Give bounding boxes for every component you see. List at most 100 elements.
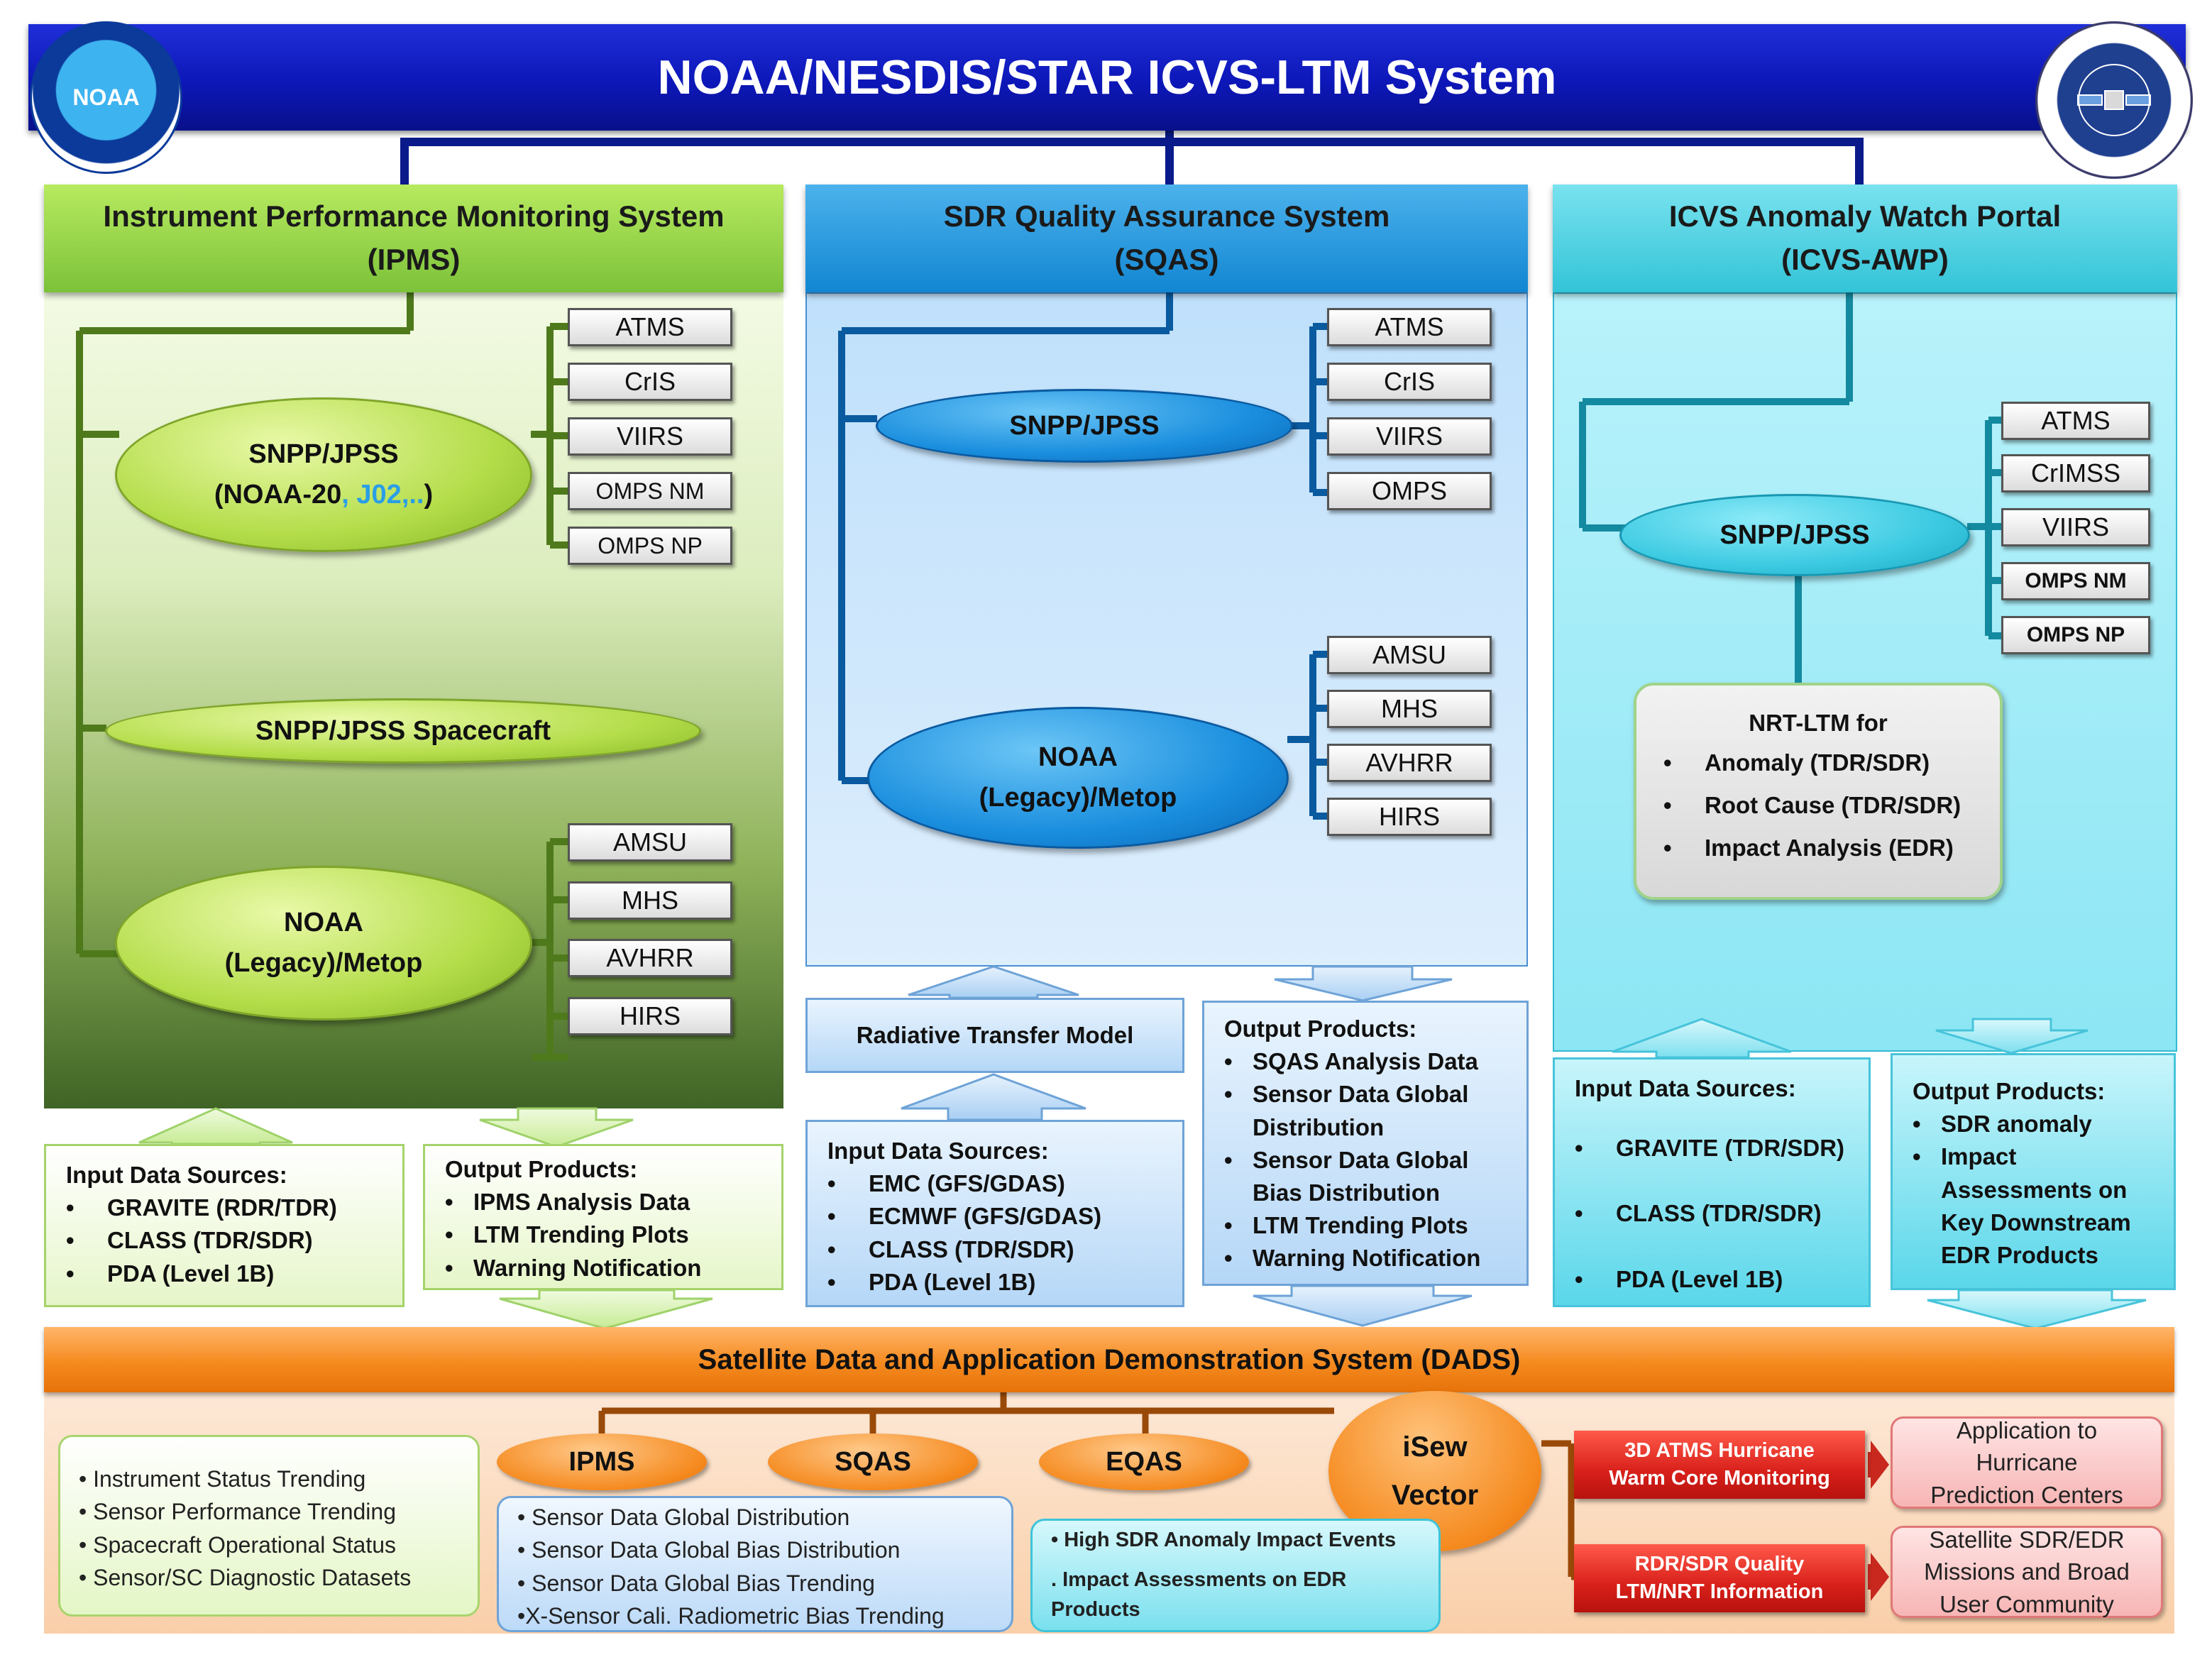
noaa-logo-icon: NOAA [30, 21, 182, 174]
dads-sqas-text: Sensor Data Global Distribution [532, 1504, 850, 1530]
dads-ipms-item: • Instrument Status Trending [79, 1466, 366, 1492]
ipms-legacy-line2: (Legacy)/Metop [224, 948, 423, 978]
dads-sqas-item: • Sensor Data Global Bias Distribution [517, 1537, 901, 1563]
sqas-abbr: (SQAS) [1114, 243, 1219, 276]
dads-ipms-item: • Sensor Performance Trending [79, 1499, 396, 1525]
rdr-line1: RDR/SDR Quality [1634, 1552, 1805, 1575]
sqas-input-box: Input Data Sources: •EMC (GFS/GDAS) •ECM… [805, 1120, 1184, 1307]
sqas-output-item: •Sensor Data Global Bias Distribution [1224, 1144, 1512, 1209]
nrt-item-text: Anomaly (TDR/SDR) [1705, 749, 1930, 776]
awp-output-item: •Impact Assessments on Key Downstream ED… [1913, 1140, 2159, 1272]
noaa-logo-text: NOAA [72, 84, 140, 110]
ipms-snpp-label: SNPP/JPSS [248, 439, 399, 469]
awp-title: ICVS Anomaly Watch Portal [1668, 199, 2062, 233]
awp-inst-omps-nm: OMPS NM [2001, 562, 2150, 600]
ipms-spacecraft-ellipse: SNPP/JPSS Spacecraft [105, 698, 701, 764]
awp-snpp-ellipse: SNPP/JPSS [1619, 494, 1970, 576]
nrt-ltm-box: NRT-LTM for •Anomaly (TDR/SDR) •Root Cau… [1634, 683, 2003, 900]
ipms-snpp-sub-a: (NOAA-20 [214, 480, 342, 510]
sqas-output-item: •LTM Trending Plots [1224, 1209, 1512, 1242]
ipms-output-text: LTM Trending Plots [473, 1221, 689, 1248]
sqas-input-item: •PDA (Level 1B) [827, 1266, 1168, 1299]
dads-sqas-text: Sensor Data Global Bias Trending [532, 1570, 875, 1596]
rdr-sdr-quality-box: RDR/SDR Quality LTM/NRT Information [1574, 1544, 1865, 1612]
ipms-input-text: GRAVITE (RDR/TDR) [107, 1194, 337, 1221]
ipms-legacy-line1: NOAA [284, 908, 363, 937]
awp-input-arrow [1612, 1018, 1792, 1059]
pink2-line: Satellite SDR/EDR [1929, 1526, 2125, 1553]
ipms-inst-cris: CrIS [568, 363, 732, 401]
ipms-snpp-sub: (NOAA-20, J02,..) [214, 475, 433, 515]
hurricane-warm-core-box: 3D ATMS Hurricane Warm Core Monitoring [1574, 1431, 1865, 1499]
pink1-line: Application to [1956, 1416, 2098, 1443]
nrt-item-text: Root Cause (TDR/SDR) [1705, 792, 1961, 818]
dads-eqas-box: • High SDR Anomaly Impact Events . Impac… [1030, 1519, 1441, 1632]
ipms-input-box: Input Data Sources: •GRAVITE (RDR/TDR) •… [44, 1144, 405, 1307]
ipms-output-item: •Warning Notification [445, 1252, 767, 1284]
awp-snpp-label: SNPP/JPSS [1719, 519, 1870, 550]
user-community-box: Satellite SDR/EDR Missions and Broad Use… [1891, 1526, 2163, 1618]
sqas-output-box: Output Products: •SQAS Analysis Data •Se… [1202, 1001, 1529, 1286]
awp-input-title: Input Data Sources: [1575, 1075, 1796, 1101]
ipms-snpp-sub-b: , J02,.. [341, 480, 424, 510]
ipms-snpp-ellipse: SNPP/JPSS (NOAA-20, J02,..) [115, 397, 532, 552]
sqas-inst-atms: ATMS [1327, 308, 1492, 346]
awp-inst-atms: ATMS [2001, 402, 2150, 440]
sqas-legacy-line1: NOAA [1038, 742, 1118, 772]
dads-ipms-text: Spacecraft Operational Status [93, 1531, 396, 1558]
awp-header: ICVS Anomaly Watch Portal (ICVS-AWP) [1553, 185, 2177, 292]
dads-sqas-item: • Sensor Data Global Bias Trending [517, 1570, 875, 1596]
nrt-item: •Root Cause (TDR/SDR) [1663, 792, 1961, 818]
awp-output-arrow [1935, 1018, 2089, 1055]
sqas-output-item: •Sensor Data Global Distribution [1224, 1078, 1512, 1143]
sqas-output-down-arrow [1253, 1284, 1473, 1327]
dads-sqas-text: X-Sensor Cali. Radiometric Bias Trending [525, 1603, 945, 1629]
awp-input-text: GRAVITE (TDR/SDR) [1616, 1135, 1845, 1162]
hurricane-line1: 3D ATMS Hurricane [1624, 1438, 1815, 1462]
ipms-input-item: •GRAVITE (RDR/TDR) [66, 1192, 388, 1224]
rtm-label: Radiative Transfer Model [856, 1021, 1134, 1048]
sqas-output-item: •SQAS Analysis Data [1224, 1045, 1512, 1078]
ipms-inst-avhrr: AVHRR [568, 939, 732, 977]
ipms-header: Instrument Performance Monitoring System… [44, 185, 783, 292]
awp-input-text: PDA (Level 1B) [1616, 1265, 1783, 1292]
ipms-inst-amsu: AMSU [568, 823, 732, 862]
sqas-inst-avhrr: AVHRR [1327, 744, 1492, 782]
dads-sqas-item: •X-Sensor Cali. Radiometric Bias Trendin… [517, 1603, 945, 1629]
ipms-input-item: •PDA (Level 1B) [66, 1257, 388, 1290]
sqas-output-text: Sensor Data Global Distribution [1253, 1081, 1469, 1140]
pink1-line: Hurricane [1976, 1449, 2078, 1476]
hurricane-line2: Warm Core Monitoring [1609, 1467, 1830, 1490]
ipms-snpp-sub-c: ) [424, 480, 434, 510]
ipms-legacy-ellipse: NOAA (Legacy)/Metop [115, 866, 532, 1020]
ipms-input-title: Input Data Sources: [66, 1162, 287, 1188]
sqas-inst-hirs: HIRS [1327, 798, 1492, 836]
awp-inst-crimss: CrIMSS [2001, 454, 2150, 492]
dads-ipms-item: • Spacecraft Operational Status [79, 1531, 396, 1558]
sqas-inst-viirs: VIIRS [1327, 417, 1492, 456]
isew-line1: iSew [1402, 1431, 1468, 1463]
awp-input-text: CLASS (TDR/SDR) [1616, 1200, 1822, 1227]
awp-output-box: Output Products: •SDR anomaly •Impact As… [1891, 1053, 2176, 1290]
dads-ipms-item: • Sensor/SC Diagnostic Datasets [79, 1565, 412, 1591]
dads-eqas-text: Impact Assessments on EDR Products [1051, 1568, 1347, 1622]
sqas-output-item: •Warning Notification [1224, 1242, 1512, 1275]
ipms-inst-omps-np: OMPS NP [568, 527, 732, 565]
sqas-inst-cris: CrIS [1327, 363, 1492, 401]
ipms-output-box: Output Products: •IPMS Analysis Data •LT… [423, 1144, 783, 1290]
sqas-output-text: Sensor Data Global Bias Distribution [1253, 1146, 1469, 1206]
sqas-inst-amsu: AMSU [1327, 636, 1492, 674]
rtm-up-arrow [908, 965, 1079, 999]
awp-output-title: Output Products: [1913, 1078, 2106, 1104]
title-bar: NOAA/NESDIS/STAR ICVS-LTM System [28, 24, 2186, 131]
ipms-inst-omps-nm: OMPS NM [568, 472, 732, 510]
ipms-output-text: IPMS Analysis Data [473, 1189, 690, 1216]
input-up-arrow [901, 1073, 1086, 1121]
dads-node-eqas: EQAS [1039, 1433, 1249, 1490]
ipms-abbr: (IPMS) [367, 243, 461, 276]
ipms-input-item: •CLASS (TDR/SDR) [66, 1224, 388, 1257]
sqas-input-title: Input Data Sources: [827, 1138, 1049, 1164]
sqas-input-text: PDA (Level 1B) [869, 1268, 1036, 1295]
hurricane-centers-box: Application to Hurricane Prediction Cent… [1891, 1416, 2163, 1509]
awp-input-box: Input Data Sources: •GRAVITE (TDR/SDR) •… [1553, 1057, 1871, 1307]
